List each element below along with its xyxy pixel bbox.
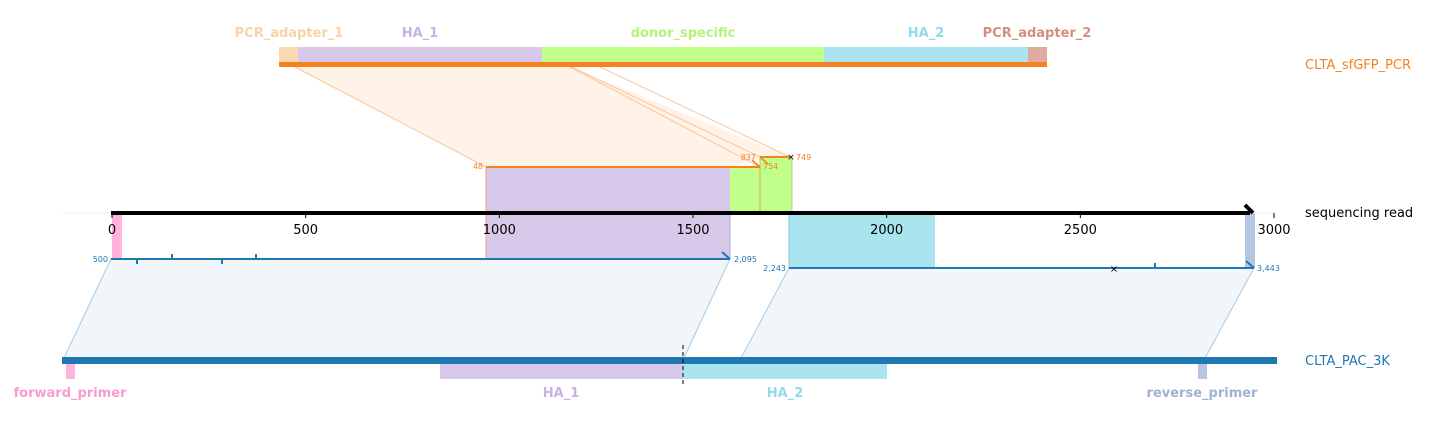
read-donor-band-1 [730, 167, 760, 213]
top-alignment-mid-label-2: 754 [763, 162, 778, 171]
bottom-feature-label-ha-2: HA_2 [767, 386, 804, 401]
bottom-alignment-1-edge-left [62, 258, 112, 361]
bottom-alignment-1-edge-right [682, 258, 731, 361]
bottom-feature-label-ha-1: HA_1 [543, 386, 580, 401]
top-feature-ha-2 [824, 47, 1028, 62]
bottom-alignment-2-end-label: 3,443 [1257, 264, 1280, 273]
top-feature-label-pcr-adapter-2: PCR_adapter_2 [983, 26, 1092, 41]
bottom-molecule-bar [62, 357, 1277, 364]
bottom-alignment-2-edge-right [1203, 267, 1255, 361]
top-feature-ha-1 [298, 47, 542, 62]
bottom-alignment-2-arrow [1245, 260, 1255, 269]
bottom-feature-ha-1 [440, 363, 683, 379]
read-ha2-band [789, 213, 935, 268]
read-reverse-primer-band [1245, 213, 1255, 268]
top-feature-pcr-adapter-2 [1028, 47, 1047, 62]
bottom-molecule-name: CLTA_PAC_3K [1305, 354, 1390, 369]
read-axis-tick-label: 1500 [676, 223, 709, 238]
top-molecule-name: CLTA_sfGFP_PCR [1305, 58, 1411, 73]
read-axis-tick-label: 1000 [483, 223, 516, 238]
bottom-alignment-1-end-label: 2,095 [734, 255, 757, 264]
top-alignment-end-label: 749 [796, 153, 811, 162]
top-alignment-edge-mid [569, 66, 761, 168]
top-molecule: PCR_adapter_1 HA_1 donor_specific HA_2 P… [235, 26, 1411, 73]
bottom-alignment-2-marker-x: × [1110, 264, 1118, 275]
top-alignment-edge-right2 [571, 66, 761, 158]
read-axis: sequencing read 0 500 1000 1500 2000 2500 3000 [62, 203, 1413, 238]
top-alignment-line-2-arrow [759, 156, 769, 165]
read-axis-tick-label: 500 [293, 223, 318, 238]
top-alignment-marker-x: × [787, 153, 795, 163]
bottom-alignment-1-start-label: 500 [93, 255, 108, 264]
bottom-alignment-2-fill [740, 268, 1254, 360]
top-alignment-mid-label-1: 837 [741, 153, 756, 162]
top-alignment-edge-right [599, 66, 791, 158]
top-alignment-line-1-arrow [751, 159, 761, 168]
bottom-feature-label-forward-primer: forward_primer [14, 386, 128, 401]
bottom-molecule: forward_primer HA_1 HA_2 reverse_primer … [14, 345, 1390, 401]
read-axis-arrow-head [1243, 203, 1255, 215]
bottom-feature-reverse-primer [1198, 363, 1207, 379]
top-feature-donor-specific [542, 47, 824, 62]
read-axis-tick-label: 2500 [1064, 223, 1097, 238]
top-alignment-start-label: 48 [473, 162, 483, 171]
bottom-alignment-1-arrow [721, 251, 731, 260]
read-axis-name: sequencing read [1305, 206, 1413, 221]
bottom-feature-ha-2 [683, 363, 887, 379]
bottom-feature-forward-primer [66, 363, 75, 379]
read-axis-tick-label: 3000 [1257, 223, 1290, 238]
bottom-feature-label-reverse-primer: reverse_primer [1147, 386, 1259, 401]
top-feature-label-ha-1: HA_1 [402, 26, 439, 41]
top-feature-label-pcr-adapter-1: PCR_adapter_1 [235, 26, 344, 41]
top-feature-pcr-adapter-1 [279, 47, 298, 62]
read-axis-tick-label: 0 [108, 223, 116, 238]
bottom-alignment-1-fill [63, 259, 730, 360]
top-alignment-edge-left [294, 66, 487, 168]
read-axis-ticks: 0 500 1000 1500 2000 2500 3000 [108, 213, 1291, 238]
read-axis-tick-label: 2000 [870, 223, 903, 238]
read-forward-primer-band [112, 213, 122, 259]
top-molecule-bar [279, 62, 1047, 67]
read-donor-band-2 [760, 157, 792, 213]
bottom-alignment-2-start-label: 2,243 [763, 264, 786, 273]
top-feature-label-donor-specific: donor_specific [631, 26, 736, 41]
top-alignment-fill [295, 67, 790, 167]
bottom-alignment-2-edge-left [739, 267, 790, 361]
top-feature-label-ha-2: HA_2 [908, 26, 945, 41]
